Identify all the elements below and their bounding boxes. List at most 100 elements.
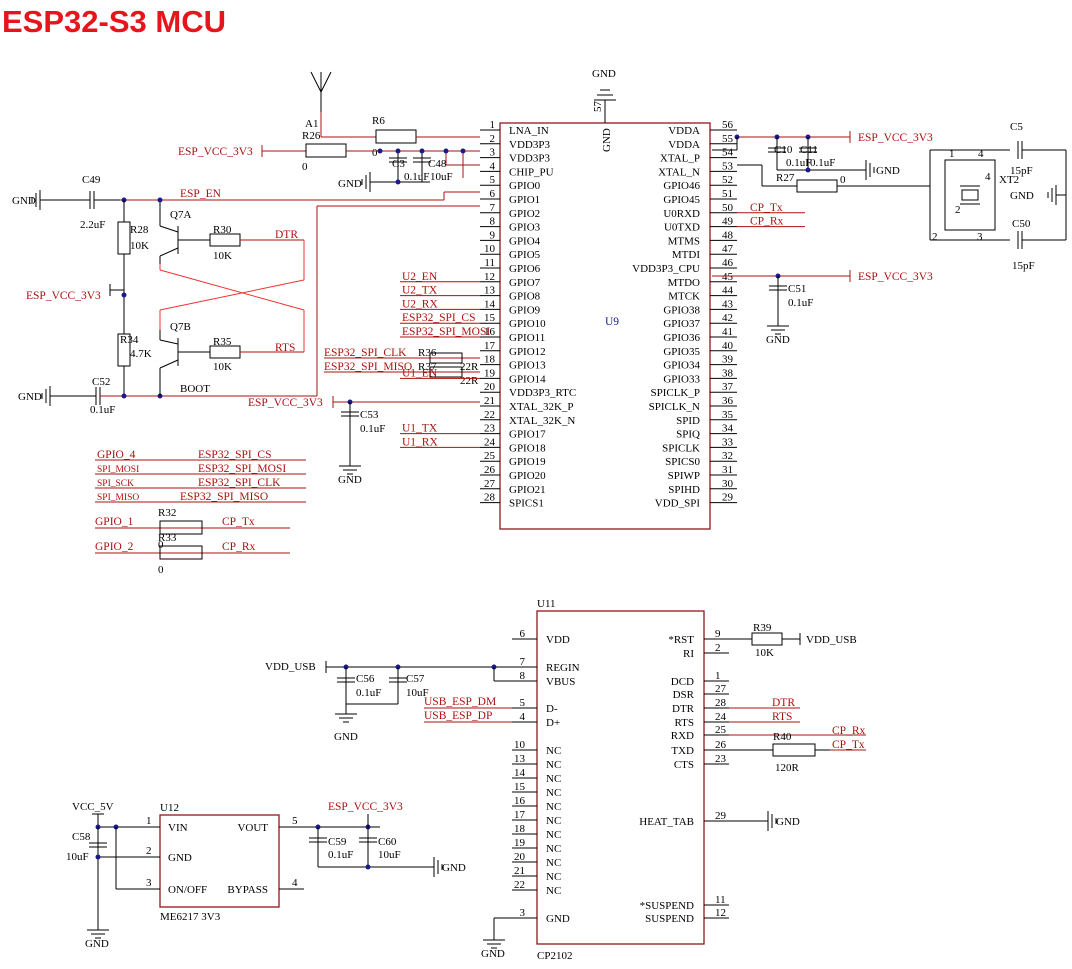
u9-pin-number: 39 [722, 354, 734, 366]
u9-pin-name: LNA_IN [509, 125, 549, 137]
c50-ref: C50 [1012, 218, 1031, 230]
u11-pin-number: 15 [514, 781, 526, 793]
net-rts-2: RTS [772, 711, 792, 723]
u11-part: CP2102 [537, 950, 572, 962]
r34-value: 4.7K [130, 348, 152, 360]
u12-pin-name: VIN [168, 822, 188, 834]
rtc-supply: ESP_VCC_3V3 C53 0.1uF GND [248, 396, 480, 486]
r28-ref: R28 [130, 224, 149, 236]
r35-ref: R35 [213, 336, 232, 348]
net-spi-miso: ESP32_SPI_MISO [324, 361, 412, 373]
net-gnd-c49: GND [12, 195, 36, 207]
u9-pin-name: GPIO1 [509, 194, 540, 206]
r39-value: 10K [755, 647, 774, 659]
r28-value: 10K [130, 240, 149, 252]
r37-ref: R37 [418, 361, 437, 373]
u9-pin-number: 11 [484, 257, 495, 269]
u9-pin-name: MTDO [668, 277, 700, 289]
u9-pin-name: GPIO35 [663, 346, 700, 358]
r37-value: 22R [460, 375, 479, 387]
xt2-pin2b: 2 [932, 231, 938, 243]
u9-pin-name: GPIO14 [509, 373, 546, 385]
u11-pin-number: 10 [514, 739, 526, 751]
gpio-map-left: SPI_SCK [97, 479, 134, 489]
u11-pin-number: 29 [715, 810, 727, 822]
u11-pin-name: RTS [674, 717, 694, 729]
u9-pin-number: 22 [484, 409, 495, 421]
xt2-ref: XT2 [999, 174, 1019, 186]
r35-value: 10K [213, 361, 232, 373]
auto-reset-circuit: ESP_EN GND C49 2.2uF R28 10K ESP_VCC_3V3… [12, 174, 480, 416]
net-esp-vcc-ldo: ESP_VCC_3V3 [328, 801, 403, 813]
u9-pin-name: GPIO37 [663, 318, 700, 330]
net-esp-vcc-cpu: ESP_VCC_3V3 [858, 271, 933, 283]
u9-pin-name: VDD3P3 [509, 139, 550, 151]
net-label: ESP32_SPI_CS [402, 312, 476, 324]
u9-pin-number: 17 [484, 340, 496, 352]
u9-pin-name: GPIO0 [509, 180, 541, 192]
u9-pin-name: GPIO21 [509, 484, 546, 496]
u9-pin-name: CHIP_PU [509, 166, 554, 178]
u9-pin-name: GPIO46 [663, 180, 700, 192]
u9-pin-number: 32 [722, 450, 733, 462]
u9-pin-name: SPIQ [676, 429, 700, 441]
u11-pin-number: 9 [715, 628, 721, 640]
gpio-map-right: ESP32_SPI_CS [198, 449, 272, 461]
u11-ref: U11 [537, 598, 556, 610]
u11-pin-number: 25 [715, 724, 727, 736]
u11-pin-name: RI [683, 648, 694, 660]
u9-pin-number: 43 [722, 298, 734, 310]
u11-pin-name: NC [546, 787, 561, 799]
u9-pin-number: 13 [484, 285, 496, 297]
c53-ref: C53 [360, 409, 379, 421]
u9-pin-number: 50 [722, 202, 734, 214]
net-rts-1: RTS [275, 342, 295, 354]
u11-pin-name: NC [546, 745, 561, 757]
net-label: U2_RX [402, 298, 438, 310]
u9-pin-name: SPICLK_N [649, 401, 700, 413]
c52-ref: C52 [92, 376, 110, 388]
u9-pin-number: 18 [484, 354, 496, 366]
u9-pin-number: 7 [490, 202, 496, 214]
u11-pin-name: NC [546, 885, 561, 897]
r32-value: 0 [158, 539, 164, 551]
u9-pin-number: 47 [722, 243, 734, 255]
u9-pin-name: U0RXD [663, 208, 700, 220]
gpio-map-right: ESP32_SPI_MOSI [198, 463, 286, 475]
u9-pin-name: VDD3P3 [509, 153, 550, 165]
u9-pin-number: 15 [484, 312, 496, 324]
u9-pin-number: 40 [722, 340, 734, 352]
net-gnd-u11: GND [481, 948, 505, 960]
u9-pin-number: 37 [722, 381, 734, 393]
u9-pin-number: 49 [722, 216, 734, 228]
u9-pin-number: 54 [722, 147, 734, 159]
u9-pin-number: 38 [722, 367, 734, 379]
u9-pin-number: 28 [484, 492, 496, 504]
net-dtr-2: DTR [772, 697, 795, 709]
u9-pin-name: GPIO4 [509, 235, 541, 247]
u11-pin-number: 28 [715, 697, 727, 709]
u9-left-net-labels: U2_ENU2_TXU2_RXESP32_SPI_CSESP32_SPI_MOS… [400, 271, 490, 448]
u11-pin-name: NC [546, 801, 561, 813]
u11-pin-number: 26 [715, 739, 727, 751]
u11-pin-number: 13 [514, 753, 526, 765]
net-gnd-c53: GND [338, 474, 362, 486]
c49-value: 2.2uF [80, 219, 105, 231]
net-esp-en: ESP_EN [180, 188, 222, 200]
net-label: CP_Tx [750, 202, 783, 214]
c59-value: 0.1uF [328, 849, 353, 861]
u9-pin-name: XTAL_N [658, 166, 700, 178]
u9-pin-name: GPIO34 [663, 360, 700, 372]
r33-left-net: GPIO_2 [95, 541, 134, 553]
u9-pin-name: XTAL_32K_N [509, 415, 575, 427]
c11-value: 0.1uF [810, 157, 835, 169]
c60-value: 10uF [378, 849, 401, 861]
net-label: CP_Rx [750, 216, 783, 228]
u9-pin-name: VDD3P3_RTC [509, 387, 576, 399]
r39-ref: R39 [753, 622, 772, 634]
gpio-map-right: ESP32_SPI_CLK [198, 477, 281, 489]
u9-pin-name: U0TXD [664, 222, 700, 234]
u11-pin-name: SUSPEND [645, 913, 694, 925]
